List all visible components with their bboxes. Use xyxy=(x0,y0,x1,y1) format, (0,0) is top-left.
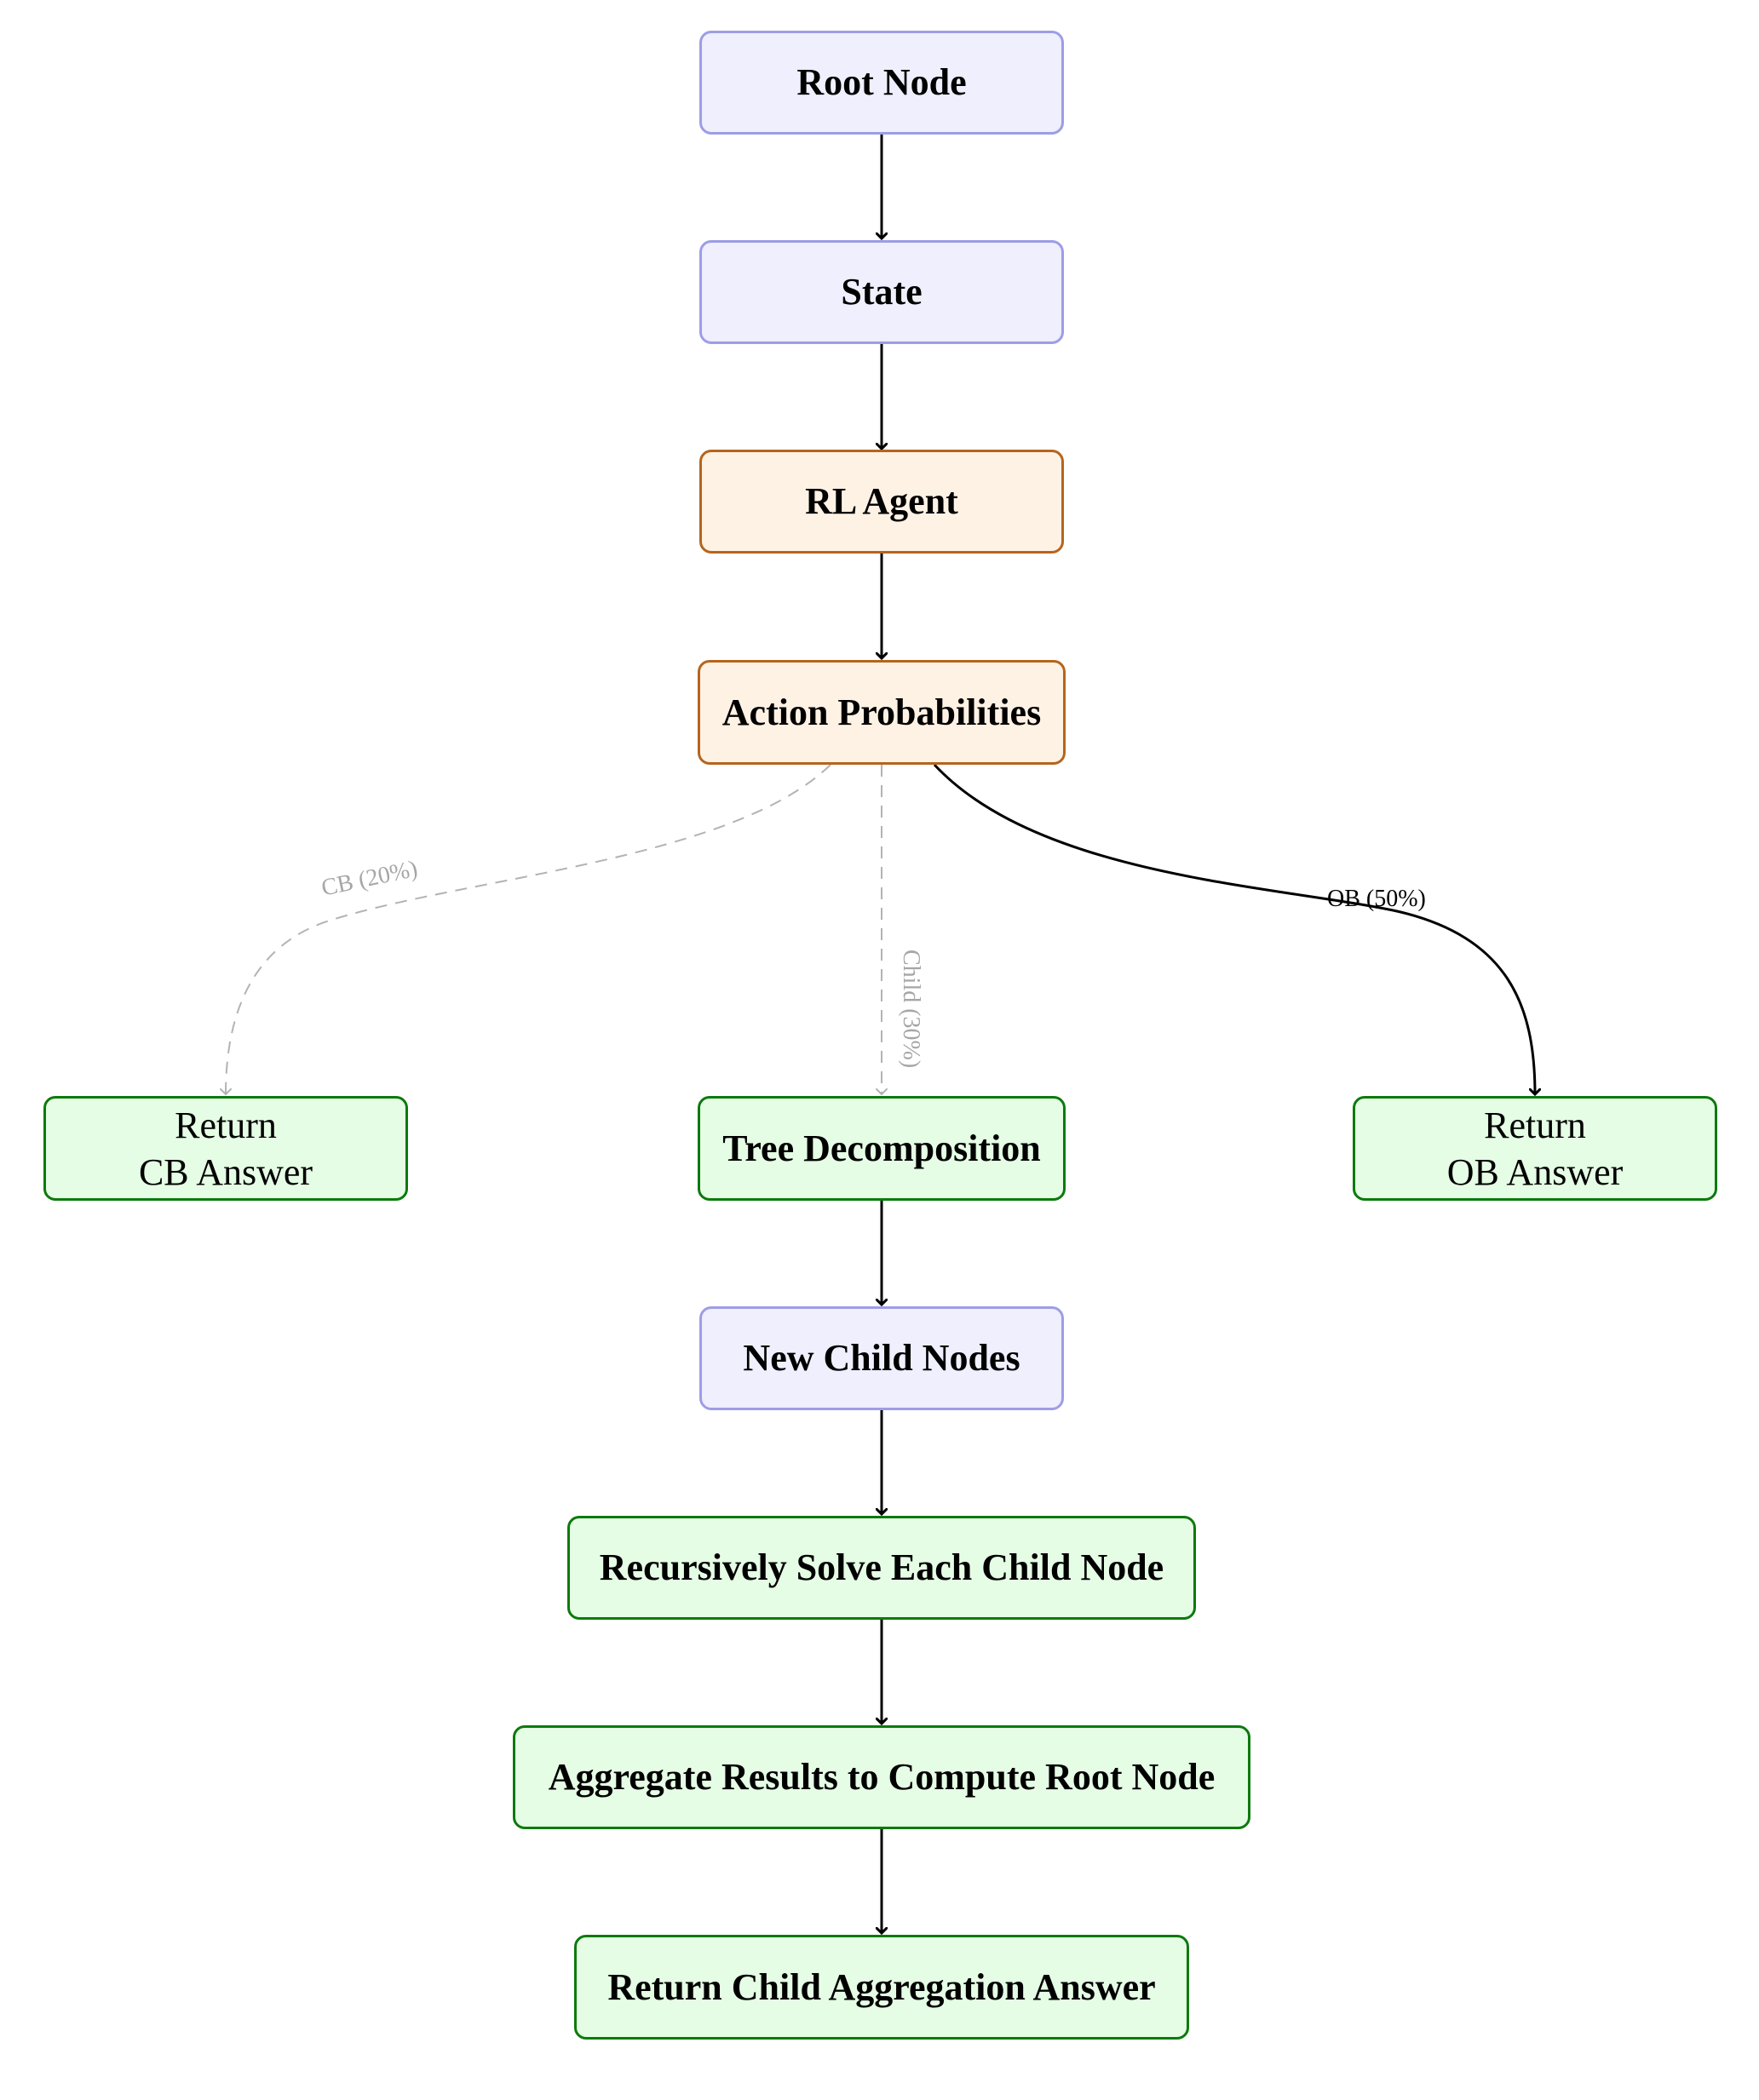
node-aggregate-results: Aggregate Results to Compute Root Node xyxy=(513,1725,1250,1829)
edge-label-child: Child (30%) xyxy=(898,950,924,1069)
node-action-probabilities: Action Probabilities xyxy=(698,660,1066,765)
node-root: Root Node xyxy=(699,31,1064,135)
node-tree-decomposition: Tree Decomposition xyxy=(698,1096,1066,1201)
node-new-child-nodes: New Child Nodes xyxy=(699,1306,1064,1410)
node-recursively-solve: Recursively Solve Each Child Node xyxy=(567,1516,1196,1620)
node-return-cb-answer: Return CB Answer xyxy=(43,1096,408,1201)
node-return-child-aggregation: Return Child Aggregation Answer xyxy=(574,1935,1189,2040)
edge-action-to-cb-answer xyxy=(220,764,831,1096)
edge-label-ob: OB (50%) xyxy=(1327,886,1426,912)
node-return-cb-answer-line2: CB Answer xyxy=(138,1150,313,1193)
node-rl-agent: RL Agent xyxy=(699,450,1064,554)
node-return-ob-answer-line1: Return xyxy=(1484,1104,1586,1146)
node-state: State xyxy=(699,240,1064,344)
node-return-cb-answer-line1: Return xyxy=(175,1104,277,1146)
node-return-ob-answer-line2: OB Answer xyxy=(1446,1150,1624,1193)
edge-action-to-ob-answer xyxy=(933,763,1535,1094)
node-return-ob-answer: Return OB Answer xyxy=(1353,1096,1717,1201)
